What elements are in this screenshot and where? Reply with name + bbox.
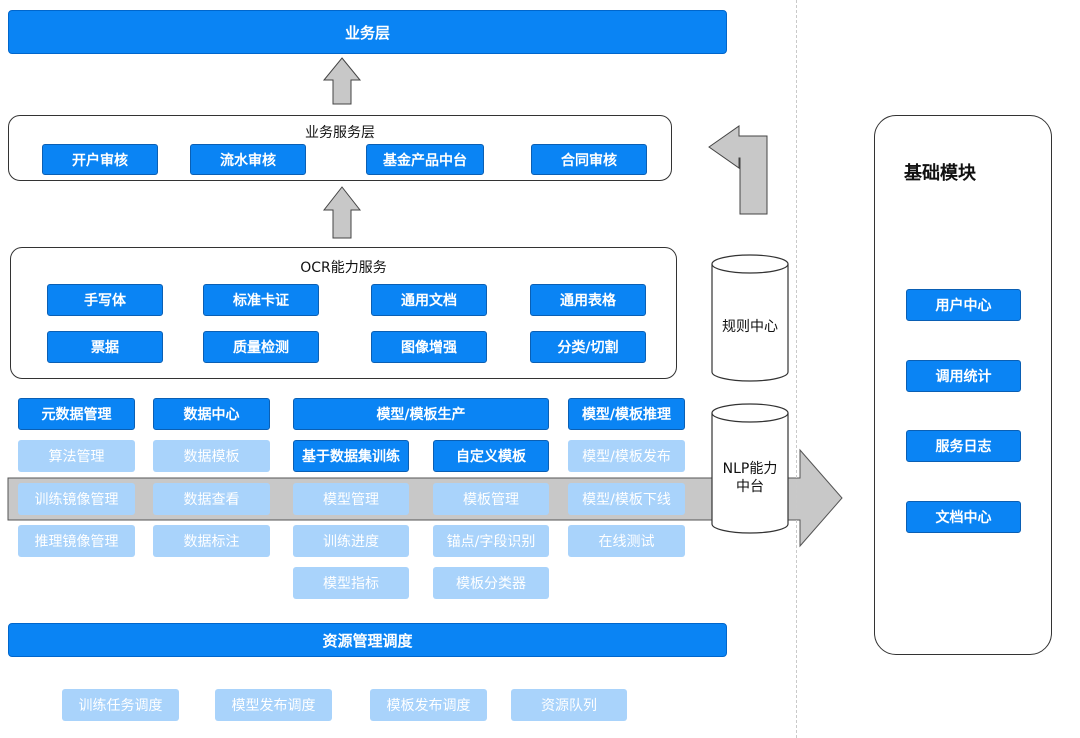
algorithm-management[interactable]: 算法管理 <box>18 440 135 472</box>
model-offline[interactable]: 模型/模板下线 <box>568 483 685 515</box>
general-document-button[interactable]: 通用文档 <box>371 284 487 316</box>
image-enhance-button[interactable]: 图像增强 <box>371 331 487 363</box>
training-image-management[interactable]: 训练镜像管理 <box>18 483 135 515</box>
resource-scheduling-bar: 资源管理调度 <box>8 623 727 657</box>
horizontal-flow-arrow <box>7 448 843 548</box>
data-template[interactable]: 数据模板 <box>153 440 270 472</box>
model-management[interactable]: 模型管理 <box>293 483 409 515</box>
model-publish-scheduling[interactable]: 模型发布调度 <box>215 689 332 721</box>
up-arrow-middle <box>322 186 362 239</box>
template-management[interactable]: 模板管理 <box>433 483 549 515</box>
fund-product-center[interactable]: 基金产品中台 <box>366 144 484 175</box>
user-center[interactable]: 用户中心 <box>906 289 1021 321</box>
ocr-service-title: OCR能力服务 <box>300 260 387 276</box>
training-task-scheduling[interactable]: 训练任务调度 <box>62 689 179 721</box>
template-publish-scheduling[interactable]: 模板发布调度 <box>370 689 487 721</box>
data-view[interactable]: 数据查看 <box>153 483 270 515</box>
model-inference-header[interactable]: 模型/模板推理 <box>568 398 685 430</box>
account-opening-review[interactable]: 开户审核 <box>42 144 158 175</box>
training-progress[interactable]: 训练进度 <box>293 525 409 557</box>
dataset-training-header[interactable]: 基于数据集训练 <box>293 440 409 472</box>
business-service-title: 业务服务层 <box>305 125 375 141</box>
bent-arrow <box>708 125 768 215</box>
bank-statement-review[interactable]: 流水审核 <box>190 144 306 175</box>
general-table-button[interactable]: 通用表格 <box>530 284 646 316</box>
call-statistics[interactable]: 调用统计 <box>906 360 1021 392</box>
classify-cut-button[interactable]: 分类/切割 <box>530 331 646 363</box>
section-divider <box>796 0 797 738</box>
inference-image-management[interactable]: 推理镜像管理 <box>18 525 135 557</box>
metadata-management-header[interactable]: 元数据管理 <box>18 398 135 430</box>
nlp-label-line1: NLP能力 <box>722 461 778 477</box>
model-metrics[interactable]: 模型指标 <box>293 567 409 599</box>
base-module-title: 基础模块 <box>904 163 976 184</box>
model-publish[interactable]: 模型/模板发布 <box>568 440 685 472</box>
rule-center-cylinder <box>711 254 789 382</box>
contract-review[interactable]: 合同审核 <box>531 144 647 175</box>
standard-card-button[interactable]: 标准卡证 <box>203 284 319 316</box>
resource-queue[interactable]: 资源队列 <box>511 689 627 721</box>
rule-center-label: 规则中心 <box>722 319 778 335</box>
document-center[interactable]: 文档中心 <box>906 501 1021 533</box>
nlp-center-cylinder <box>711 403 789 534</box>
business-layer-bar: 业务层 <box>8 10 727 54</box>
online-test[interactable]: 在线测试 <box>568 525 685 557</box>
quality-check-button[interactable]: 质量检测 <box>203 331 319 363</box>
model-production-header[interactable]: 模型/模板生产 <box>293 398 549 430</box>
nlp-label-line2: 中台 <box>736 479 764 495</box>
custom-template-header[interactable]: 自定义模板 <box>433 440 549 472</box>
template-classifier[interactable]: 模板分类器 <box>433 567 549 599</box>
handwriting-button[interactable]: 手写体 <box>47 284 163 316</box>
data-annotation[interactable]: 数据标注 <box>153 525 270 557</box>
service-log[interactable]: 服务日志 <box>906 430 1021 462</box>
anchor-field-recognition[interactable]: 锚点/字段识别 <box>433 525 549 557</box>
data-center-header[interactable]: 数据中心 <box>153 398 270 430</box>
receipt-button[interactable]: 票据 <box>47 331 163 363</box>
up-arrow-top <box>322 57 362 105</box>
nlp-center-label: NLP能力 中台 <box>712 460 788 496</box>
